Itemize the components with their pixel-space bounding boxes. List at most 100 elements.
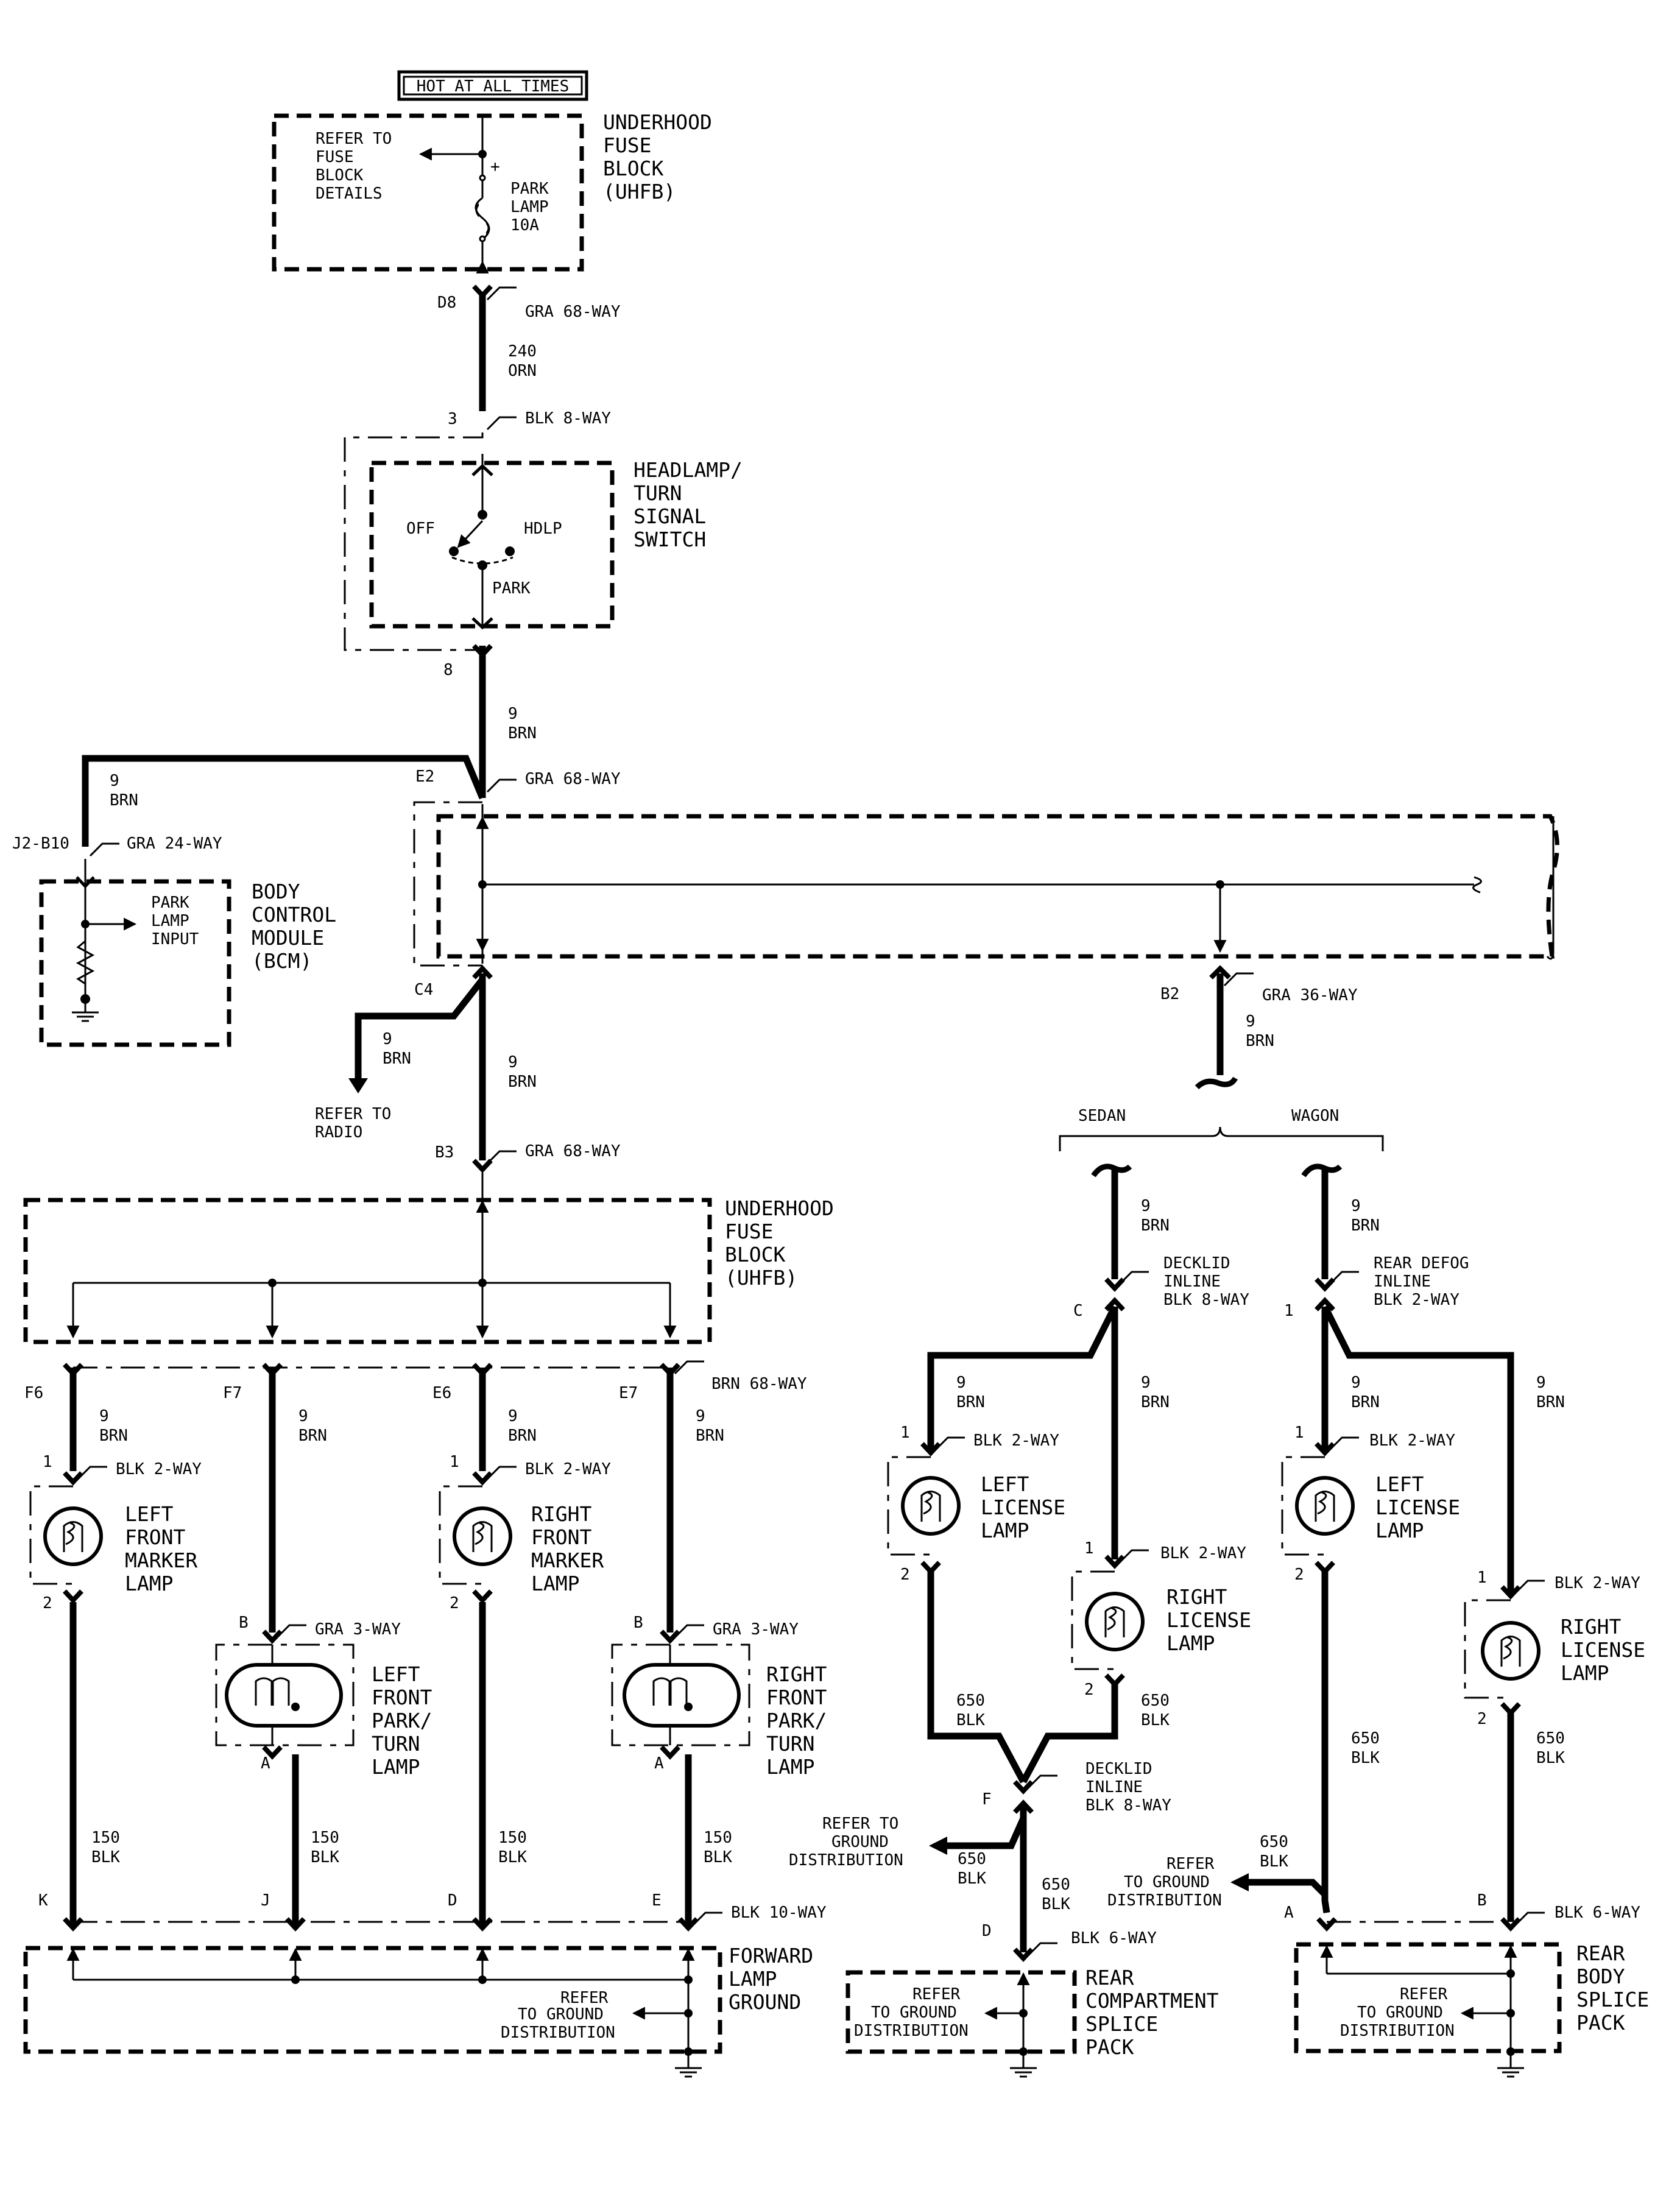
svg-text:BLK 2-WAY: BLK 2-WAY — [116, 1460, 202, 1478]
svg-text:8: 8 — [443, 661, 453, 679]
svg-text:(UHFB): (UHFB) — [725, 1266, 797, 1290]
svg-text:DISTRIBUTION: DISTRIBUTION — [854, 2022, 969, 2040]
rear-compartment-splice-pack — [845, 1970, 1077, 2054]
svg-text:BRN: BRN — [110, 791, 138, 810]
svg-text:LAMP: LAMP — [125, 1572, 173, 1595]
ground-icon — [1010, 2067, 1037, 2078]
svg-text:150: 150 — [311, 1829, 339, 1847]
svg-text:REFER: REFER — [1166, 1855, 1215, 1873]
svg-text:J: J — [261, 1891, 270, 1910]
svg-text:LAMP: LAMP — [1561, 1661, 1609, 1685]
svg-text:9: 9 — [1351, 1374, 1361, 1392]
svg-text:GROUND: GROUND — [729, 1990, 801, 2014]
svg-text:+: + — [490, 158, 500, 176]
svg-text:FRONT: FRONT — [531, 1525, 591, 1549]
svg-text:BLK: BLK — [1042, 1895, 1070, 1913]
right-front-park-turn-lamp-icon — [623, 1663, 741, 1728]
svg-text:9: 9 — [956, 1374, 966, 1392]
svg-text:650: 650 — [1351, 1729, 1380, 1748]
svg-text:REFER TO: REFER TO — [315, 1105, 391, 1123]
svg-text:TURN: TURN — [634, 481, 682, 505]
svg-text:LICENSE: LICENSE — [981, 1495, 1065, 1519]
underhood-fuse-block-bottom — [23, 1198, 712, 1344]
ground-icon — [1497, 2067, 1524, 2078]
svg-text:BRN: BRN — [956, 1393, 985, 1411]
svg-text:FUSE: FUSE — [725, 1220, 773, 1243]
svg-text:9: 9 — [696, 1407, 705, 1425]
svg-text:PACK: PACK — [1576, 2011, 1625, 2035]
svg-text:9: 9 — [1246, 1012, 1255, 1031]
svg-text:1: 1 — [1084, 1539, 1094, 1558]
left-front-park-turn-lamp-icon — [225, 1663, 343, 1728]
svg-text:9: 9 — [1141, 1374, 1151, 1392]
svg-text:BRN: BRN — [1141, 1393, 1170, 1411]
sedan-right-license-lamp-label: RIGHT LICENSE LAMP — [1166, 1585, 1251, 1655]
svg-text:LAMP: LAMP — [729, 1967, 777, 1991]
headlamp-switch-box — [369, 461, 615, 629]
hot-at-all-times-box: HOT AT ALL TIMES — [397, 70, 588, 101]
decklid-inline-label-bottom: DECKLID INLINE BLK 8-WAY — [1085, 1760, 1171, 1815]
svg-text:BODY: BODY — [252, 880, 300, 903]
svg-text:150: 150 — [91, 1829, 120, 1847]
svg-text:SPLICE: SPLICE — [1576, 1988, 1649, 2011]
svg-text:MARKER: MARKER — [125, 1548, 197, 1572]
svg-text:MARKER: MARKER — [531, 1548, 604, 1572]
svg-text:BLOCK: BLOCK — [316, 166, 364, 185]
svg-text:C: C — [1073, 1302, 1083, 1320]
svg-text:150: 150 — [704, 1829, 732, 1847]
svg-text:FUSE: FUSE — [316, 148, 354, 166]
svg-text:LAMP: LAMP — [766, 1755, 814, 1779]
svg-text:BLK: BLK — [311, 1848, 339, 1866]
refer-ground-sedan-left: REFER TO GROUND DISTRIBUTION — [789, 1815, 903, 1869]
svg-text:COMPARTMENT: COMPARTMENT — [1085, 1989, 1219, 2013]
svg-text:REFER: REFER — [1400, 1985, 1448, 2003]
svg-text:BLK 2-WAY: BLK 2-WAY — [525, 1460, 611, 1478]
svg-text:9: 9 — [508, 1407, 518, 1425]
svg-text:LAMP: LAMP — [981, 1519, 1029, 1542]
svg-text:10A: 10A — [510, 216, 539, 235]
svg-text:LEFT: LEFT — [981, 1472, 1029, 1496]
svg-text:TO GROUND: TO GROUND — [1357, 2003, 1443, 2022]
svg-text:FRONT: FRONT — [372, 1686, 432, 1709]
svg-text:LAMP: LAMP — [151, 912, 189, 930]
svg-text:GRA 3-WAY: GRA 3-WAY — [713, 1620, 799, 1639]
svg-text:GRA 3-WAY: GRA 3-WAY — [315, 1620, 401, 1639]
svg-text:RIGHT: RIGHT — [531, 1502, 591, 1526]
ground-icon — [675, 2067, 702, 2078]
svg-text:REAR: REAR — [1085, 1966, 1134, 1989]
svg-text:650: 650 — [1042, 1876, 1070, 1894]
svg-text:E2: E2 — [415, 768, 434, 786]
svg-text:BRN: BRN — [508, 724, 537, 743]
svg-text:1: 1 — [900, 1424, 910, 1442]
refer-ground-forward: REFER TO GROUND DISTRIBUTION — [501, 1989, 615, 2042]
svg-text:D8: D8 — [437, 294, 456, 312]
refer-ground-rear-body: REFER TO GROUND DISTRIBUTION — [1340, 1985, 1455, 2040]
svg-text:1: 1 — [450, 1453, 459, 1471]
svg-text:PARK/: PARK/ — [372, 1709, 432, 1732]
svg-text:HEADLAMP/: HEADLAMP/ — [634, 458, 743, 482]
svg-text:PARK: PARK — [151, 894, 189, 912]
svg-text:BODY: BODY — [1576, 1965, 1625, 1988]
svg-text:GRA 68-WAY: GRA 68-WAY — [525, 1142, 621, 1160]
svg-text:SWITCH: SWITCH — [634, 528, 706, 551]
svg-text:DISTRIBUTION: DISTRIBUTION — [1107, 1891, 1222, 1910]
svg-text:BRN: BRN — [1536, 1393, 1565, 1411]
svg-text:A: A — [654, 1754, 664, 1773]
svg-text:BLK: BLK — [498, 1848, 527, 1866]
svg-text:2: 2 — [900, 1566, 910, 1584]
svg-text:9: 9 — [99, 1407, 109, 1425]
svg-text:1: 1 — [1477, 1569, 1487, 1587]
svg-text:A: A — [1284, 1904, 1294, 1922]
svg-text:2: 2 — [43, 1594, 52, 1612]
svg-text:UNDERHOOD: UNDERHOOD — [603, 110, 712, 134]
svg-text:TO GROUND: TO GROUND — [871, 2003, 957, 2022]
svg-text:BLK 6-WAY: BLK 6-WAY — [1555, 1904, 1640, 1922]
svg-text:650: 650 — [1536, 1729, 1565, 1748]
svg-text:BLK 2-WAY: BLK 2-WAY — [1374, 1291, 1459, 1309]
svg-text:PARK: PARK — [492, 579, 531, 598]
svg-text:GRA 24-WAY: GRA 24-WAY — [127, 835, 222, 853]
left-front-park-turn-lamp-label: LEFT FRONT PARK/ TURN LAMP — [372, 1662, 432, 1779]
svg-text:LAMP: LAMP — [510, 198, 549, 216]
svg-text:RIGHT: RIGHT — [1561, 1615, 1621, 1639]
svg-text:SIGNAL: SIGNAL — [634, 504, 706, 528]
